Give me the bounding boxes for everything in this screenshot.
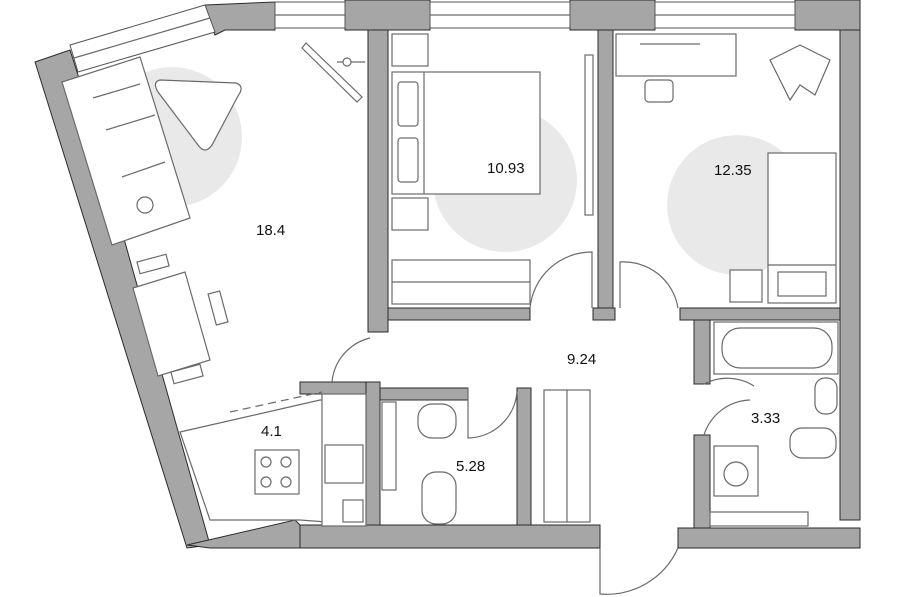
bedroom1-furniture — [391, 33, 594, 305]
bathroom-furniture — [709, 321, 839, 527]
wc-furniture — [381, 389, 591, 525]
room-area-bedroom-2: 12.35 — [714, 162, 752, 179]
walls — [34, 0, 861, 549]
windows — [69, 1, 796, 73]
living-furniture — [61, 42, 367, 527]
room-area-wc: 5.28 — [456, 458, 486, 475]
room-area-bathroom: 3.33 — [751, 410, 781, 427]
room-area-bedroom-1: 10.93 — [487, 160, 525, 177]
bedroom2-furniture — [615, 33, 837, 304]
doors — [331, 251, 755, 595]
room-area-kitchen: 4.1 — [261, 423, 282, 440]
room-area-hallway: 9.24 — [567, 351, 597, 368]
room-area-living: 18.4 — [256, 222, 286, 239]
